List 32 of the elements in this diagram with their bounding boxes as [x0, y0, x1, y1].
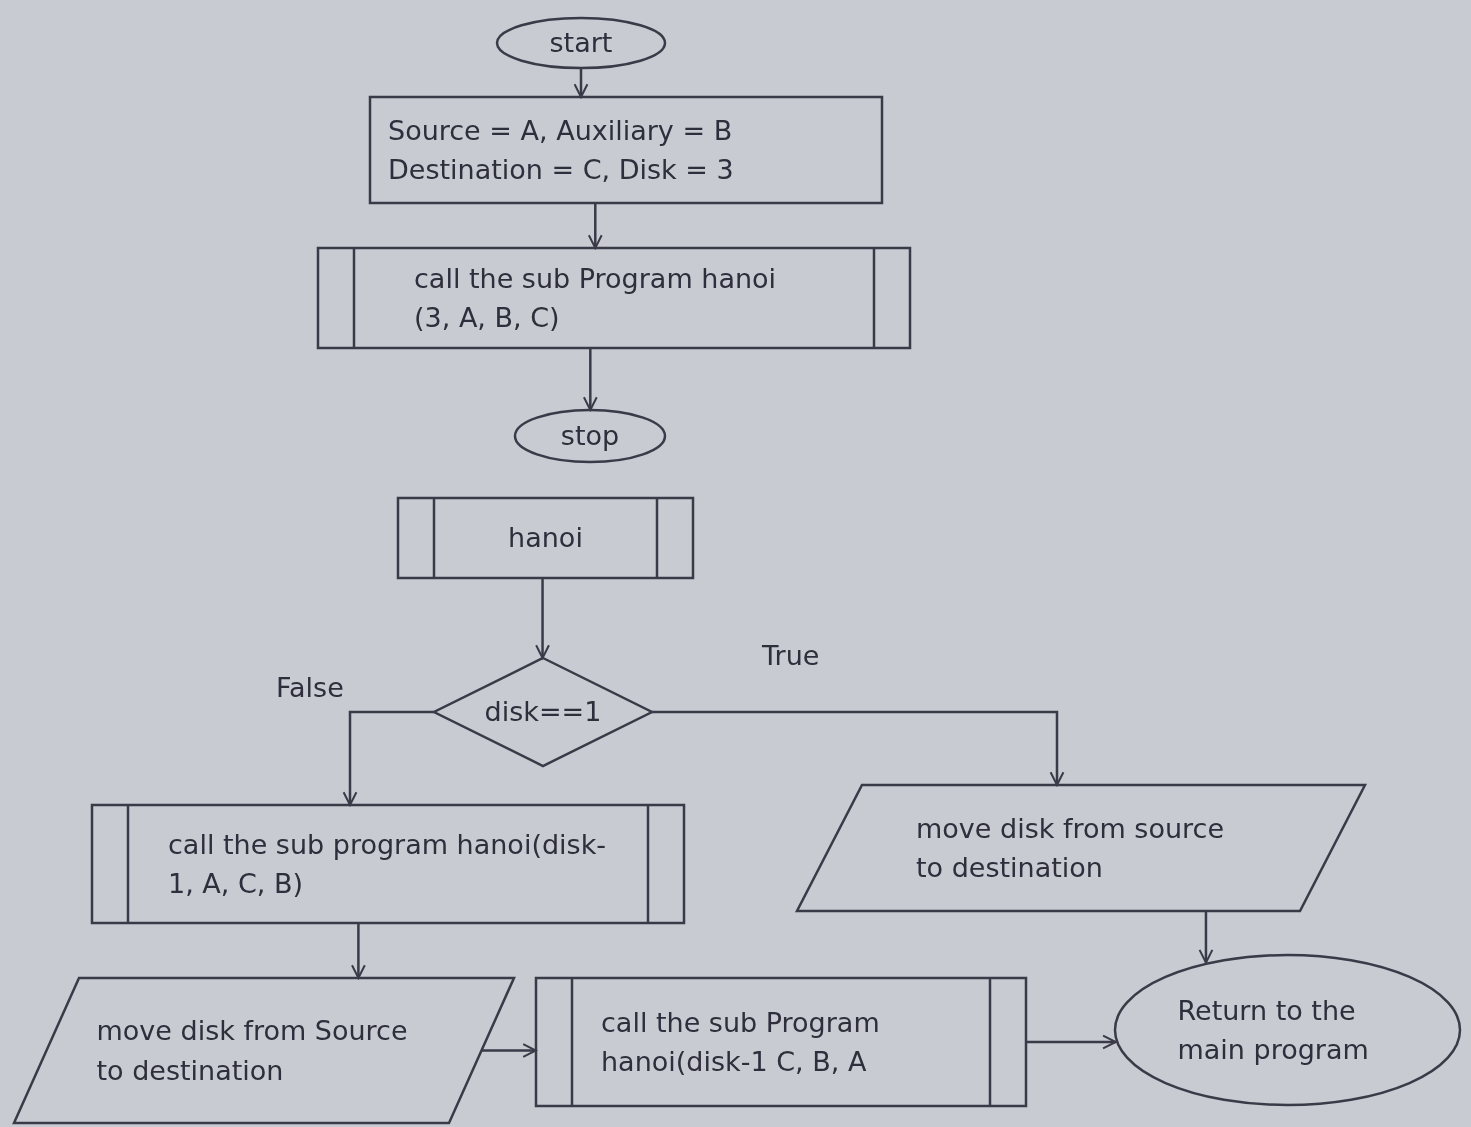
- node-text: hanoi: [508, 521, 583, 556]
- node-text: Source = A, Auxiliary = B Destination = C, Disk = 3: [388, 113, 735, 187]
- arrow: [587, 203, 603, 249]
- terminal-oval: [515, 410, 665, 462]
- node-text: move disk from Source to destination: [96, 1014, 409, 1088]
- subroutine-box: [92, 805, 684, 923]
- subroutine-box: [536, 978, 1026, 1106]
- process-box: [370, 97, 882, 203]
- arrow: [481, 1043, 537, 1058]
- arrow: [573, 68, 589, 98]
- subroutine-box: [318, 248, 910, 348]
- arrow: [1026, 1034, 1117, 1050]
- input-output-parallelogram: [14, 978, 514, 1123]
- node-text: call the sub Program hanoi (3, A, B, C): [414, 261, 778, 335]
- node-text: call the sub program hanoi(disk-1, A, C, B): [168, 827, 607, 901]
- arrow: [582, 348, 598, 411]
- terminal-oval: [1115, 955, 1460, 1105]
- subroutine-box: [398, 498, 693, 578]
- arrow: [1198, 911, 1214, 964]
- node-text: stop: [560, 419, 620, 454]
- node-text: disk==1: [484, 695, 602, 730]
- input-output-parallelogram: [797, 785, 1365, 911]
- terminal-oval: [497, 18, 665, 68]
- arrow: [351, 923, 366, 979]
- decision-diamond: [434, 658, 652, 766]
- arrow: [342, 710, 434, 806]
- node-text: start: [549, 26, 613, 61]
- node-text: call the sub Program hanoi(disk-1 C, B, A: [601, 1005, 881, 1079]
- arrow: [535, 578, 550, 659]
- node-text: Return to the main program: [1177, 993, 1370, 1067]
- arrow: [652, 710, 1065, 786]
- node-text: move disk from source to destination: [916, 811, 1225, 885]
